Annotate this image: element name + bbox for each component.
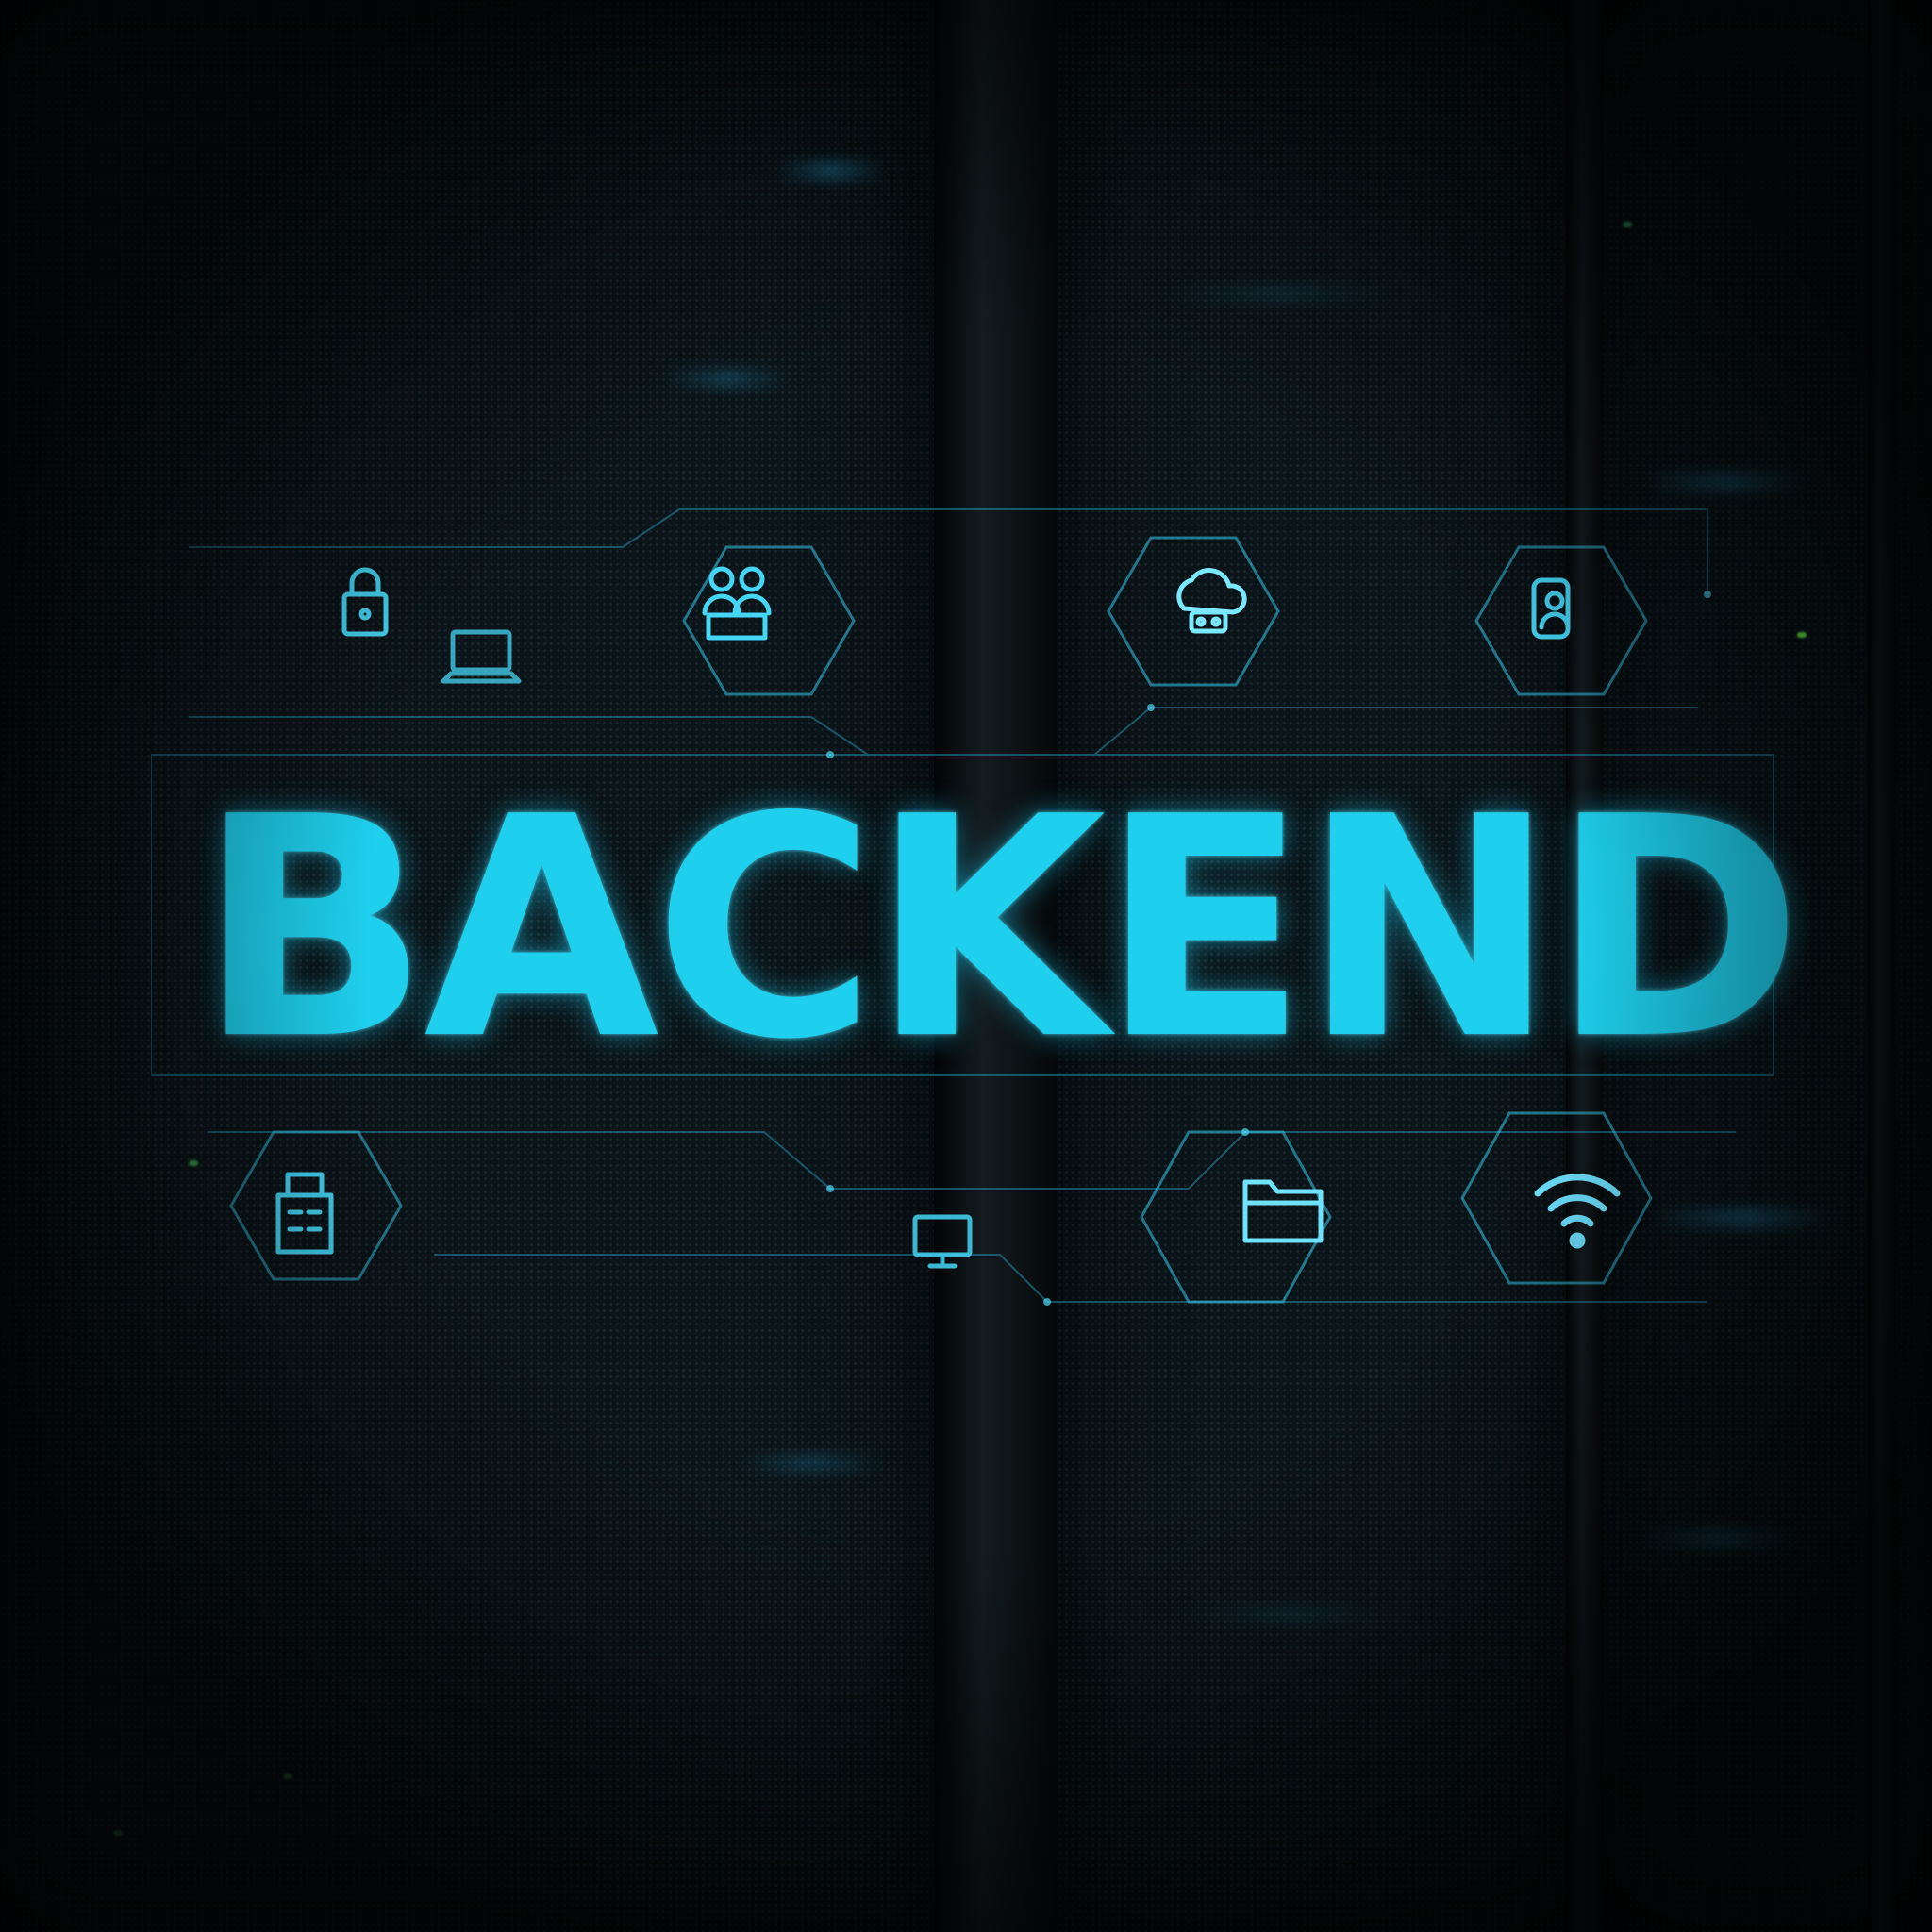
server-light	[774, 160, 887, 181]
status-led	[1797, 632, 1807, 638]
status-led	[283, 1774, 292, 1779]
padlock-icon	[341, 567, 389, 637]
server-light	[1160, 283, 1406, 304]
server-light	[660, 368, 792, 389]
page-title: BACKEND	[198, 752, 1803, 1106]
status-led	[1623, 222, 1632, 227]
cloud-icon	[1176, 568, 1247, 634]
building-icon	[275, 1172, 334, 1255]
monitor-icon	[912, 1214, 973, 1269]
status-led	[113, 1830, 123, 1836]
users-icon	[702, 566, 772, 641]
wifi-icon	[1534, 1174, 1621, 1249]
laptop-icon	[441, 629, 522, 684]
mobile-user-icon	[1531, 577, 1571, 640]
server-light	[1179, 1604, 1406, 1624]
server-light	[736, 1453, 887, 1474]
server-light	[1641, 1528, 1802, 1549]
rack-frame	[1868, 0, 1896, 1932]
folder-icon	[1242, 1179, 1324, 1243]
